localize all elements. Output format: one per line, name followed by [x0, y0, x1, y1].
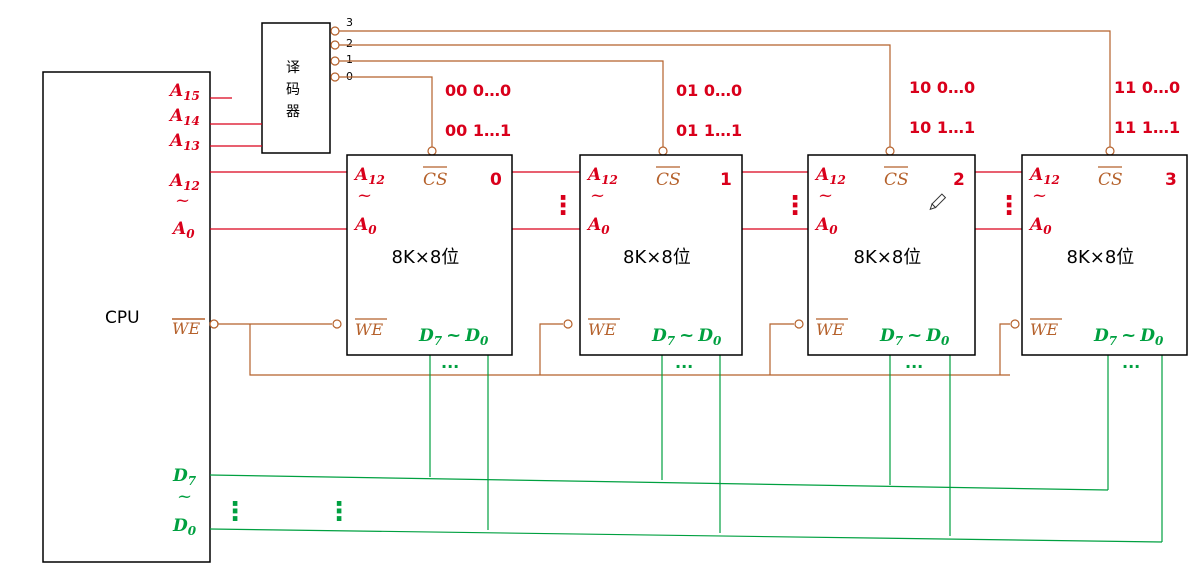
cpu-label: CPU	[105, 308, 140, 328]
chip3-addr-start: 11 0…0	[1114, 78, 1180, 97]
chip-pin-tilde: ~	[590, 185, 605, 206]
chip-pin-we: WE	[816, 320, 844, 339]
cpu-we-bubble	[209, 319, 219, 329]
decoder-out-1: 1	[346, 53, 353, 66]
decoder-out-3: 3	[346, 16, 353, 29]
chip-data-pins: D7~D0	[418, 325, 489, 348]
cpu-pin-a13: A13	[168, 131, 200, 153]
chip1-addr-end: 01 1…1	[676, 121, 742, 140]
cpu-pin-d0: D0	[172, 516, 197, 538]
cpu-pin-a12: A12	[168, 171, 200, 193]
cpu-pin-a14: A14	[168, 106, 200, 128]
memory-chip-3: A12~ A0 CS 3 8K×8位 WE D7~D0	[1021, 154, 1188, 356]
chip-outline	[1021, 154, 1188, 356]
chip-pin-a0: A0	[1028, 215, 1052, 237]
decoder-label-3: 器	[286, 104, 300, 120]
chip-index: 0	[490, 170, 502, 190]
cpu-pin-a0: A0	[171, 219, 195, 241]
memory-chip-2: A12~ A0 CS 2 8K×8位 WE D7~D0	[807, 154, 976, 356]
chip-outline	[579, 154, 743, 356]
chip0-addr-end: 00 1…1	[445, 121, 511, 140]
chip-pin-a12: A12	[586, 165, 618, 187]
data-dots-chip1: ···	[675, 357, 693, 376]
decoder-label-1: 译	[286, 60, 300, 76]
chip-index: 2	[953, 170, 965, 190]
addr-bus-dots-3: ⋮	[996, 191, 1022, 221]
data-wires	[209, 354, 1163, 543]
bus-data-dots: ⋮	[326, 497, 352, 527]
memory-chip-0: A12~ A0 CS 0 8K×8位 WE D7~D0	[346, 154, 513, 356]
addr-bus-dots-2: ⋮	[782, 191, 808, 221]
chip-capacity-label: 8K×8位	[1067, 247, 1135, 268]
chip2-addr-end: 10 1…1	[909, 118, 975, 137]
chip-outline	[807, 154, 976, 356]
cpu-pin-data-tilde: ~	[177, 486, 192, 507]
memory-chip-1: A12~ A0 CS 1 8K×8位 WE D7~D0	[579, 154, 743, 356]
chip-pin-cs: CS	[656, 170, 681, 190]
chip-pin-tilde: ~	[357, 185, 372, 206]
cpu-pin-d7: D7	[172, 466, 197, 488]
cpu-pin-tilde: ~	[175, 190, 190, 211]
cpu-pin-we: WE	[172, 319, 200, 338]
we-wires	[218, 323, 1010, 376]
chip-pin-cs: CS	[1098, 170, 1123, 190]
chip-pin-we: WE	[588, 320, 616, 339]
data-dots-chip0: ···	[441, 357, 459, 376]
cpu-pin-a15: A15	[168, 81, 200, 103]
data-dots-chip2: ···	[905, 357, 923, 376]
chip-data-pins: D7~D0	[1093, 325, 1164, 348]
chip-pin-cs: CS	[884, 170, 909, 190]
chip1-addr-start: 01 0…0	[676, 81, 742, 100]
chip-index: 1	[720, 170, 732, 190]
chip-data-pins: D7~D0	[651, 325, 722, 348]
address-wires	[210, 97, 1022, 230]
cpu-block	[42, 71, 211, 563]
chip-pin-we: WE	[355, 320, 383, 339]
chip-data-pins: D7~D0	[879, 325, 950, 348]
data-dots-chip3: ···	[1122, 357, 1140, 376]
chip-outline	[346, 154, 513, 356]
chip-pin-we: WE	[1030, 320, 1058, 339]
chip-index: 3	[1165, 170, 1177, 190]
chip0-addr-start: 00 0…0	[445, 81, 511, 100]
chip-pin-a0: A0	[586, 215, 610, 237]
chip-pin-tilde: ~	[1032, 185, 1047, 206]
addr-bus-dots-1: ⋮	[550, 191, 576, 221]
chip-pin-a12: A12	[1028, 165, 1060, 187]
pencil-icon	[929, 193, 947, 211]
decoder-block	[261, 22, 331, 154]
chip-pin-a12: A12	[353, 165, 385, 187]
chip-pin-a12: A12	[814, 165, 846, 187]
chip-capacity-label: 8K×8位	[392, 247, 460, 268]
chip-capacity-label: 8K×8位	[623, 247, 691, 268]
decoder-output-wires	[339, 30, 1111, 148]
decoder-label-2: 码	[286, 82, 300, 98]
chip2-addr-start: 10 0…0	[909, 78, 975, 97]
chip3-addr-end: 11 1…1	[1114, 118, 1180, 137]
chip-capacity-label: 8K×8位	[854, 247, 922, 268]
chip-pin-cs: CS	[423, 170, 448, 190]
chip-pin-tilde: ~	[818, 185, 833, 206]
chip-pin-a0: A0	[814, 215, 838, 237]
chip-pin-a0: A0	[353, 215, 377, 237]
decoder-out-2: 2	[346, 37, 353, 50]
cpu-data-dots: ⋮	[222, 497, 248, 527]
